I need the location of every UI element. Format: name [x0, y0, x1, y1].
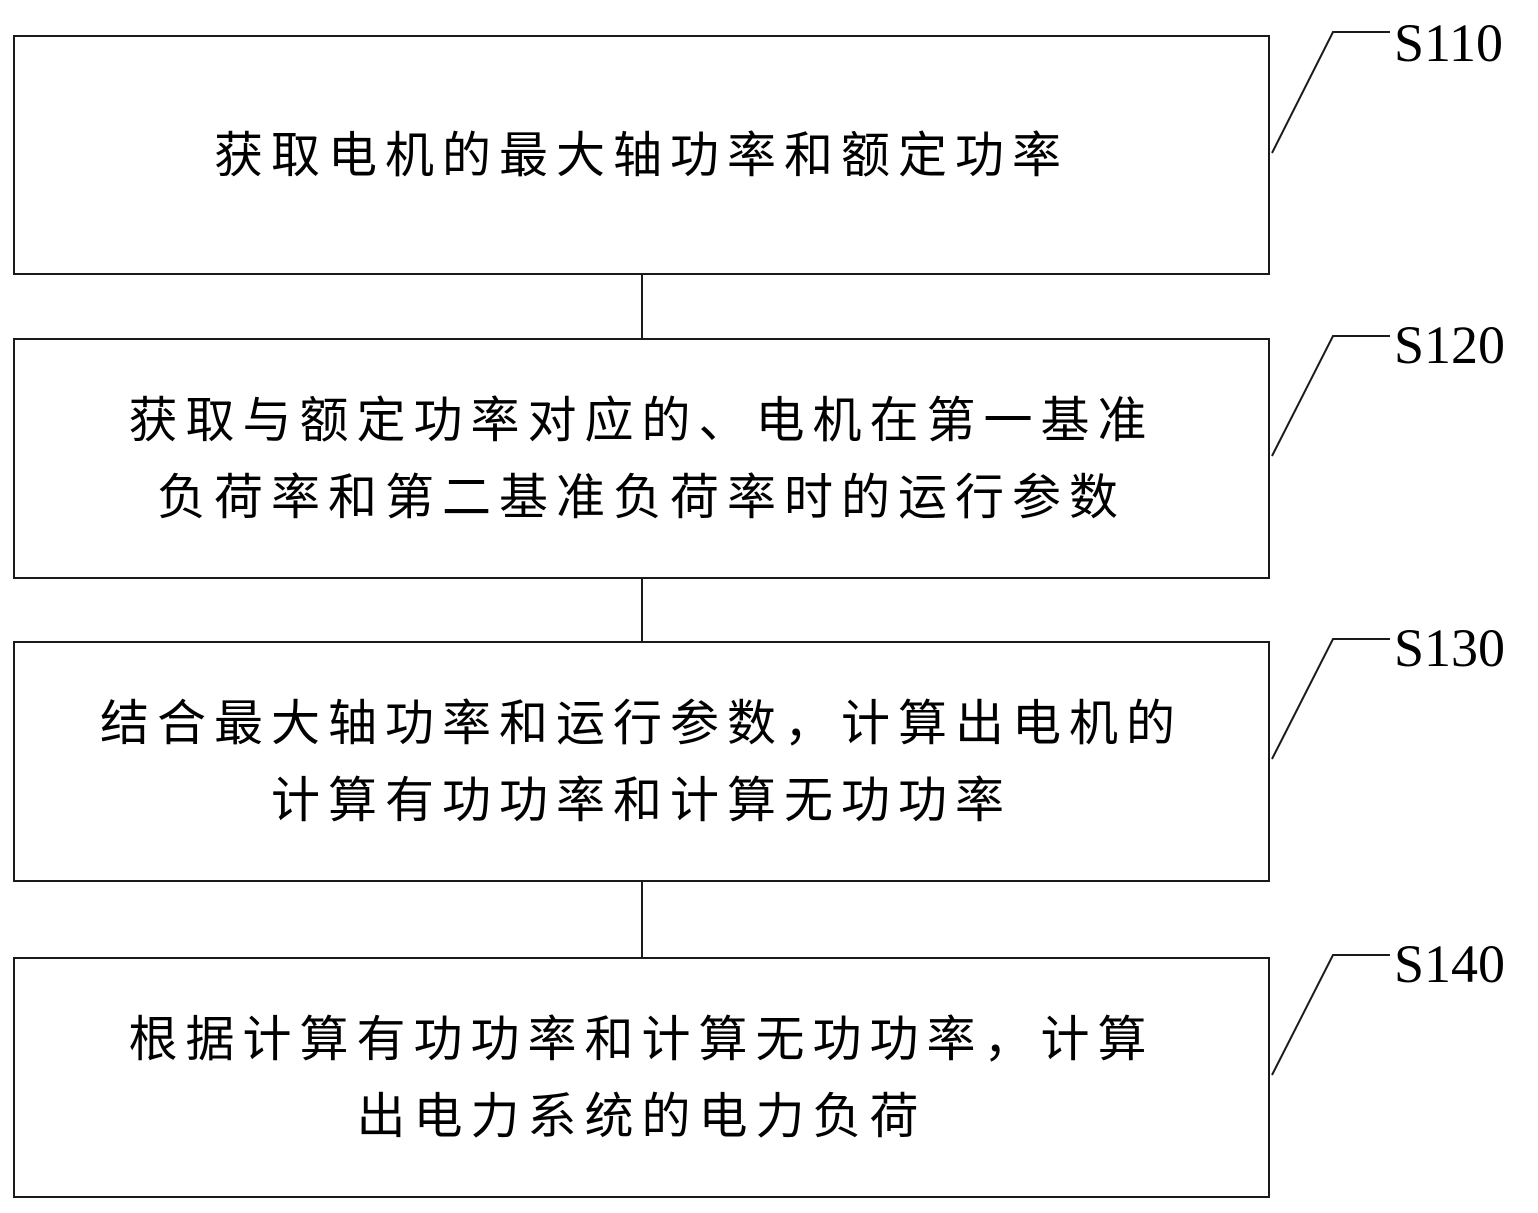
step-text-line: 获取电机的最大轴功率和额定功率 [213, 126, 1069, 184]
leader-line-s130 [1271, 638, 1390, 760]
step-box-s120: 获取与额定功率对应的、电机在第一基准 负荷率和第二基准负荷率时的运行参数 [13, 338, 1270, 579]
step-label-s120: S120 [1394, 315, 1506, 375]
leader-line-s110 [1271, 31, 1390, 154]
step-label-s110: S110 [1394, 13, 1504, 73]
step-label-s140: S140 [1394, 934, 1506, 994]
step-text-line: 出电力系统的电力负荷 [356, 1087, 927, 1145]
step-label-s130: S130 [1394, 618, 1506, 678]
leader-line-s140 [1271, 954, 1390, 1076]
step-text-line: 结合最大轴功率和运行参数，计算出电机的 [99, 694, 1183, 752]
step-box-s130: 结合最大轴功率和运行参数，计算出电机的 计算有功功率和计算无功功率 [13, 641, 1270, 882]
step-box-s110: 获取电机的最大轴功率和额定功率 [13, 35, 1270, 275]
step-text-line: 根据计算有功功率和计算无功功率，计算 [128, 1010, 1155, 1068]
step-box-s140: 根据计算有功功率和计算无功功率，计算 出电力系统的电力负荷 [13, 957, 1270, 1198]
step-text-line: 获取与额定功率对应的、电机在第一基准 [128, 391, 1155, 449]
leader-line-s120 [1271, 335, 1390, 457]
step-text-line: 计算有功功率和计算无功功率 [270, 771, 1012, 829]
step-text-line: 负荷率和第二基准负荷率时的运行参数 [156, 468, 1126, 526]
